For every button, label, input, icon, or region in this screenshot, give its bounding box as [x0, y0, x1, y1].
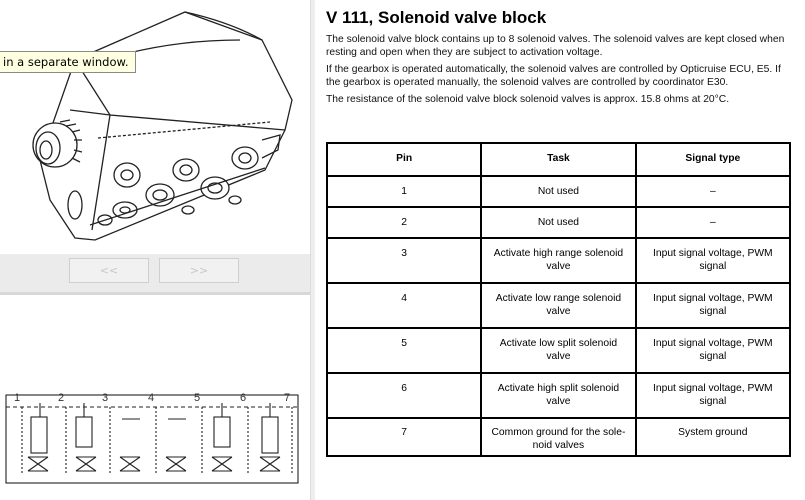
table-row: 5 Activate low split solenoid valve Inpu…	[325, 327, 792, 374]
pin-cell: 7	[325, 417, 483, 457]
circuit-diagram[interactable]: 1 2 3 4 5 6 7	[0, 295, 310, 500]
table-row: 1 Not used –	[325, 175, 792, 208]
pin-label: 7	[284, 392, 290, 404]
task-cell: Activate low split solenoid valve	[480, 327, 637, 374]
pin-label: 2	[58, 392, 64, 404]
column-header-task: Task	[480, 142, 637, 177]
tooltip: in a separate window.	[0, 51, 136, 73]
signal-cell: Input signal voltage, PWM signal	[634, 327, 792, 374]
pin-cell: 4	[325, 282, 483, 329]
pin-signal-table: Pin Task Signal type 1 Not used – 2 Not …	[325, 142, 792, 457]
pin-cell: 3	[325, 237, 483, 284]
signal-cell: –	[634, 175, 792, 208]
valve-block-illustration[interactable]	[0, 0, 310, 254]
pin-cell: 1	[325, 175, 483, 208]
task-cell: Activate low range solenoid valve	[480, 282, 637, 329]
signal-cell: System ground	[634, 417, 792, 457]
column-header-pin: Pin	[325, 142, 483, 177]
pin-label: 3	[102, 392, 108, 404]
description-paragraph: If the gearbox is operated automatically…	[326, 64, 781, 88]
signal-cell: Input signal voltage, PWM signal	[634, 282, 792, 329]
article-content: V 111, Solenoid valve block The solenoid…	[326, 8, 796, 112]
description-paragraph: The solenoid valve block contains up to …	[326, 34, 785, 58]
signal-cell: Input signal voltage, PWM signal	[634, 237, 792, 284]
page-title: V 111, Solenoid valve block	[326, 8, 547, 27]
signal-cell: –	[634, 206, 792, 239]
image-navigation: << >>	[0, 254, 310, 292]
table-row: 2 Not used –	[325, 206, 792, 239]
table-row: 3 Activate high range solenoid valve Inp…	[325, 237, 792, 284]
task-cell: Activate high split solenoid valve	[480, 372, 637, 419]
pin-label: 6	[240, 392, 246, 404]
pin-cell: 2	[325, 206, 483, 239]
next-image-button[interactable]: >>	[159, 258, 239, 283]
table-row: 4 Activate low range solenoid valve Inpu…	[325, 282, 792, 329]
valve-block-drawing	[32, 11, 293, 241]
task-cell: Activate high range solenoid valve	[480, 237, 637, 284]
description-paragraph: The resistance of the solenoid valve blo…	[326, 94, 730, 105]
pin-label: 5	[194, 392, 200, 404]
table-header-row: Pin Task Signal type	[325, 142, 792, 177]
pin-cell: 5	[325, 327, 483, 374]
pane-splitter[interactable]	[310, 0, 315, 500]
table-row: 6 Activate high split solenoid valve Inp…	[325, 372, 792, 419]
previous-image-button[interactable]: <<	[69, 258, 149, 283]
column-header-signal-type: Signal type	[634, 142, 792, 177]
left-panel: << >>	[0, 0, 310, 500]
circuit-drawing: 1 2 3 4 5 6 7	[5, 392, 299, 484]
table-row: 7 Common ground for the sole-noid valves…	[325, 417, 792, 457]
pin-label: 1	[14, 392, 20, 404]
pin-cell: 6	[325, 372, 483, 419]
pin-label: 4	[148, 392, 154, 404]
task-cell: Common ground for the sole-noid valves	[480, 417, 637, 457]
task-cell: Not used	[480, 206, 637, 239]
signal-cell: Input signal voltage, PWM signal	[634, 372, 792, 419]
panel-separator	[0, 292, 310, 295]
task-cell: Not used	[480, 175, 637, 208]
